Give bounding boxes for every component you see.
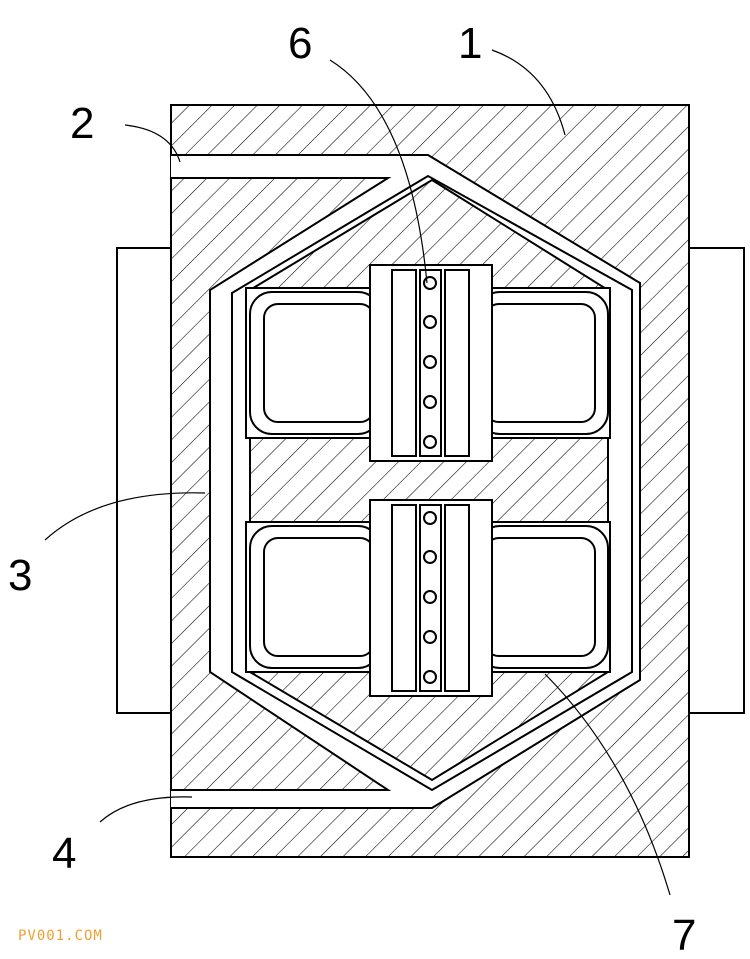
upper-right-coil xyxy=(477,291,609,435)
leader-lines xyxy=(44,49,671,896)
watermark: PV001.COM xyxy=(18,928,103,944)
leader-3 xyxy=(44,492,206,541)
upper-ball xyxy=(423,315,437,329)
upper-coil-assembly xyxy=(245,264,611,462)
lower-ball xyxy=(423,511,437,525)
lower-right-coil xyxy=(477,525,609,669)
lower-ball xyxy=(423,630,437,644)
left-side-plate xyxy=(116,247,172,714)
right-side-plate xyxy=(688,247,745,714)
upper-ball xyxy=(423,355,437,369)
lower-coil-assembly xyxy=(245,499,611,697)
lower-ball xyxy=(423,550,437,564)
leader-7 xyxy=(544,673,671,896)
leader-1 xyxy=(491,49,566,136)
upper-left-plate xyxy=(391,269,417,457)
leader-6 xyxy=(329,59,428,284)
label-6: 6 xyxy=(288,19,312,68)
lower-left-plate xyxy=(391,504,417,692)
label-7: 7 xyxy=(672,911,696,959)
upper-left-coil xyxy=(249,291,381,435)
upper-ball xyxy=(423,276,437,290)
leader-4 xyxy=(99,796,193,823)
leader-2 xyxy=(124,124,181,163)
lower-left-coil xyxy=(249,525,381,669)
upper-right-plate xyxy=(444,269,470,457)
upper-ball xyxy=(423,395,437,409)
lower-ball xyxy=(423,670,437,684)
lower-right-plate xyxy=(444,504,470,692)
label-4: 4 xyxy=(52,829,76,878)
lower-ball xyxy=(423,590,437,604)
label-2: 2 xyxy=(70,99,94,148)
label-3: 3 xyxy=(8,551,32,600)
upper-ball xyxy=(423,435,437,449)
label-1: 1 xyxy=(458,19,482,68)
